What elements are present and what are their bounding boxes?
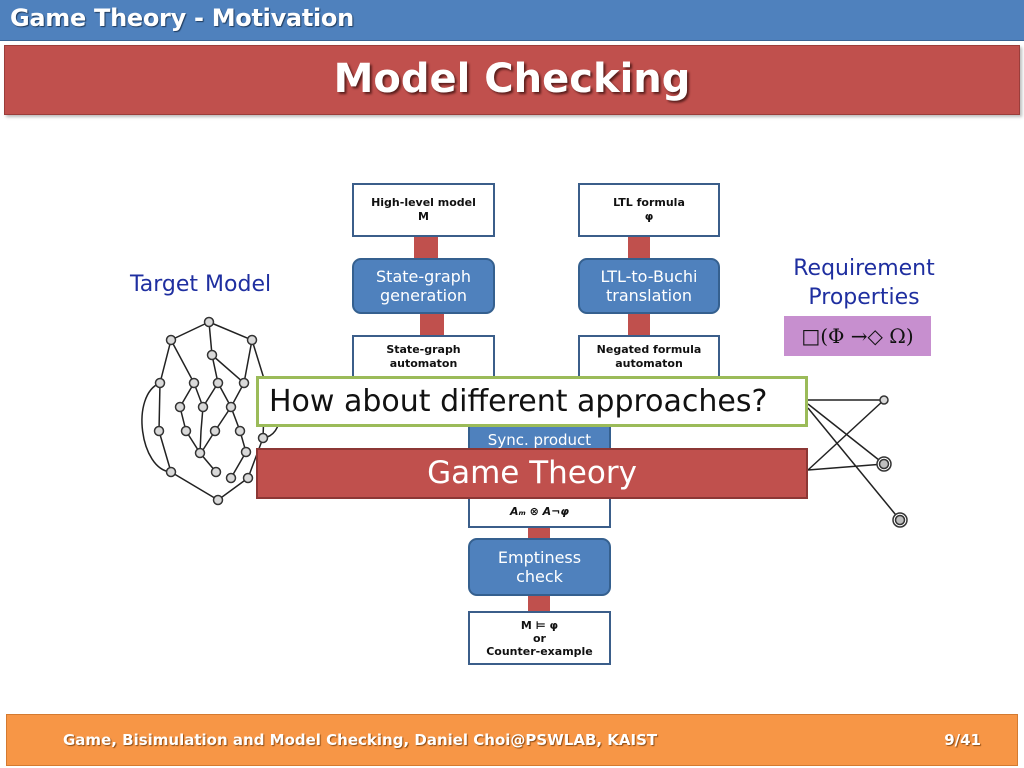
result-box: M ⊨ φ or Counter-example <box>468 611 611 665</box>
ltl-formula-input-box: LTL formula φ <box>578 183 720 237</box>
state-graph-automaton-box: State-graph automaton <box>352 335 495 381</box>
negated-formula-line1: Negated formula <box>596 343 702 356</box>
state-graph-generation-box: State-graph generation <box>352 258 495 314</box>
ltl-to-buchi-line2: translation <box>605 286 693 305</box>
slide-title-bar: Model Checking <box>4 45 1020 115</box>
high-level-model-box: High-level model M <box>352 183 495 237</box>
ltl-to-buchi-box: LTL-to-Buchi translation <box>578 258 720 314</box>
ltl-formula-box: □(Φ →◇ Ω) <box>784 316 931 356</box>
ltl-to-buchi-line1: LTL-to-Buchi <box>600 267 698 286</box>
page-number: 9/41 <box>944 731 981 749</box>
state-graph-generation-line1: State-graph <box>376 267 471 286</box>
high-level-model-line1: High-level model <box>371 196 476 209</box>
slide-title: Model Checking <box>333 56 691 102</box>
sync-product-label: Sync. product <box>487 431 592 449</box>
game-theory-banner: Game Theory <box>256 448 808 499</box>
connector-bottom-2 <box>528 594 550 612</box>
connector-left-2 <box>420 312 444 338</box>
negated-formula-automaton-box: Negated formula automaton <box>578 335 720 381</box>
negated-formula-line2: automaton <box>615 357 683 370</box>
ltl-formula-line1: LTL formula <box>613 196 685 209</box>
requirement-label-line2: Properties <box>808 285 920 310</box>
product-automaton-box: Aₘ ⊗ A¬φ <box>468 496 611 528</box>
requirement-label-line1: Requirement <box>793 256 935 281</box>
footer-credit: Game, Bisimulation and Model Checking, D… <box>63 731 658 749</box>
emptiness-check-line1: Emptiness <box>497 548 582 567</box>
requirement-automaton-nodes <box>876 395 908 528</box>
result-line3: Counter-example <box>486 644 593 658</box>
slide-footer: Game, Bisimulation and Model Checking, D… <box>6 714 1018 766</box>
connector-left-1 <box>414 236 438 260</box>
result-line1: M ⊨ φ <box>520 618 559 632</box>
target-model-nodes <box>153 316 271 506</box>
section-title: Game Theory - Motivation <box>10 4 354 32</box>
state-graph-automaton-line2: automaton <box>389 357 458 370</box>
result-line2: or <box>533 631 546 645</box>
target-model-label: Target Model <box>130 272 272 297</box>
ltl-formula-line2: φ <box>644 210 654 223</box>
connector-bottom-1 <box>528 526 550 540</box>
connector-right-1 <box>628 236 650 260</box>
connector-right-2 <box>628 312 650 338</box>
high-level-model-line2: M <box>418 210 429 223</box>
emptiness-check-line2: check <box>516 567 563 586</box>
question-callout: How about different approaches? <box>256 376 808 427</box>
emptiness-check-box: Emptiness check <box>468 538 611 596</box>
product-automaton-label: Aₘ ⊗ A¬φ <box>509 505 570 518</box>
state-graph-automaton-line1: State-graph <box>386 343 461 356</box>
requirement-properties-label: Requirement Properties <box>784 254 944 312</box>
state-graph-generation-line2: generation <box>379 286 467 305</box>
requirement-automaton <box>807 399 901 521</box>
section-header: Game Theory - Motivation <box>0 0 1024 41</box>
